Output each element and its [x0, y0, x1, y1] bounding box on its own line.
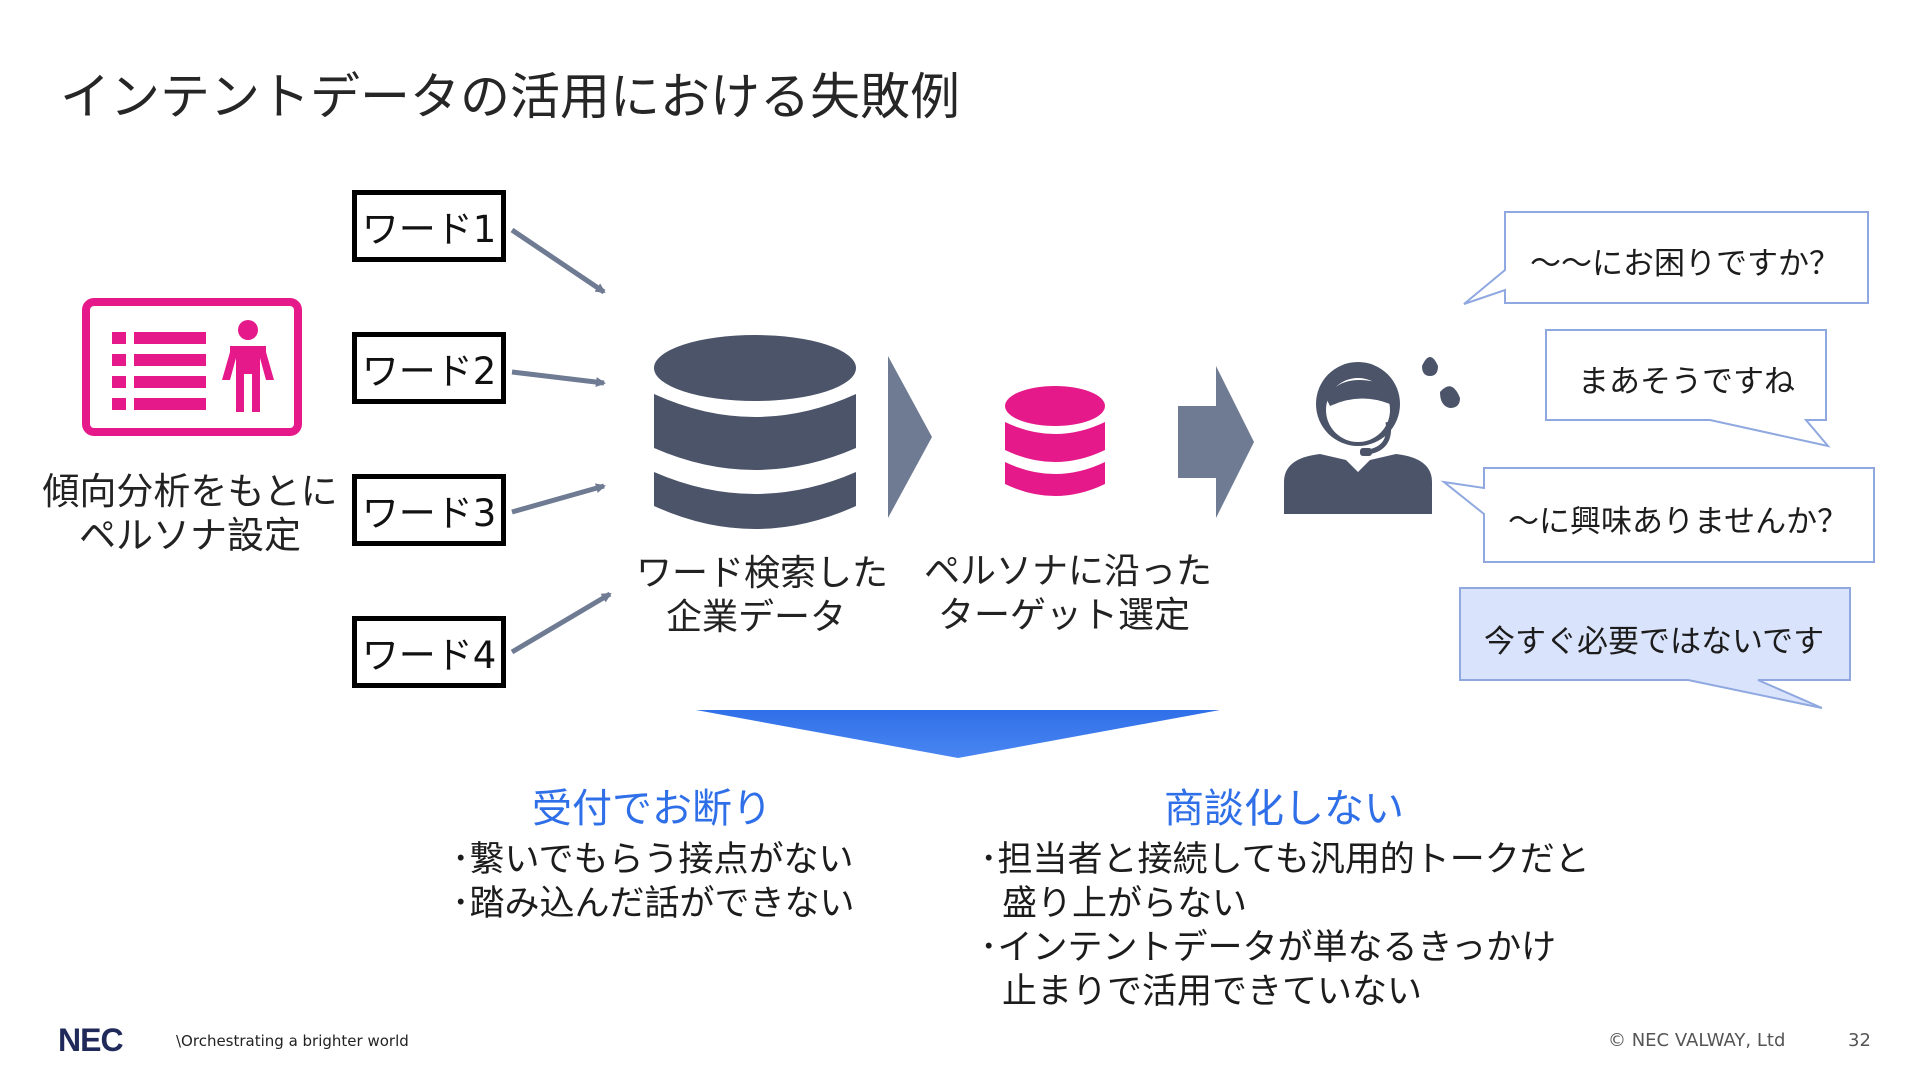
word-box-4: ワード4	[352, 616, 506, 688]
footer-copyright: © NEC VALWAY, Ltd	[1608, 1030, 1786, 1051]
triangle-arrow	[888, 356, 932, 518]
block-arrow	[1178, 366, 1254, 518]
target-database-icon	[1005, 386, 1105, 496]
database-icon	[654, 335, 856, 529]
arrow-word-1	[510, 227, 606, 295]
bubble-2-text: まあそうですね	[1578, 364, 1795, 400]
bubble-1-text: ～～にお困りですか？	[1530, 246, 1840, 282]
arrow-word-3	[511, 483, 606, 515]
word-box-1: ワード1	[352, 190, 506, 262]
result-right-line-2: 盛り上がらない	[1002, 884, 1248, 924]
word-box-2: ワード2	[352, 332, 506, 404]
bubble-2-shape	[1545, 329, 1831, 448]
operator-headset-icon	[1284, 357, 1460, 514]
result-right-line-1: ･担当者と接続しても汎用的トークだと	[980, 840, 1590, 880]
bubble-3-text: ～に興味ありませんか？	[1508, 504, 1849, 540]
result-left-line-2: ･踏み込んだ話ができない	[452, 884, 855, 924]
bubble-4-shape	[1459, 587, 1851, 709]
persona-label-line-2: ペルソナ設定	[79, 514, 301, 557]
page-title: インテントデータの活用における失敗例	[60, 68, 960, 126]
bubble-1-shape	[1463, 211, 1869, 305]
persona-label: 傾向分析をもとに ペルソナ設定	[40, 470, 340, 558]
footer-tagline: \Orchestrating a brighter world	[176, 1032, 409, 1050]
target-label-line-1: ペルソナに沿った	[924, 551, 1213, 592]
word-box-3: ワード3	[352, 474, 506, 546]
result-right-body: ･担当者と接続しても汎用的トークだと 盛り上がらない ･インテントデータが単なる…	[980, 838, 1590, 1014]
result-right-line-3: ･インテントデータが単なるきっかけ	[980, 928, 1557, 968]
nec-logo: NEC	[58, 1022, 124, 1058]
result-left-body: ･繋いでもらう接点がない ･踏み込んだ話ができない	[452, 838, 855, 926]
result-right-heading: 商談化しない	[1164, 786, 1404, 832]
target-label-line-2: ターゲット選定	[937, 595, 1190, 636]
database-label: ワード検索した 企業データ	[636, 552, 889, 640]
bubble-4-text: 今すぐ必要ではないです	[1484, 624, 1825, 660]
arrow-word-2	[511, 369, 606, 388]
page-number: 32	[1848, 1030, 1871, 1051]
database-label-line-2: 企業データ	[665, 597, 846, 638]
bubble-3-shape	[1440, 467, 1875, 563]
result-wedge	[696, 710, 1220, 758]
persona-label-line-1: 傾向分析をもとに	[42, 470, 338, 513]
database-label-line-1: ワード検索した	[636, 553, 889, 594]
persona-card-icon	[82, 298, 302, 436]
target-label: ペルソナに沿った ターゲット選定	[924, 550, 1213, 638]
result-right-line-4: 止まりで活用できていない	[1002, 972, 1423, 1012]
result-left-line-1: ･繋いでもらう接点がない	[452, 840, 854, 880]
result-left-heading: 受付でお断り	[532, 786, 772, 832]
arrow-word-4	[510, 591, 612, 655]
